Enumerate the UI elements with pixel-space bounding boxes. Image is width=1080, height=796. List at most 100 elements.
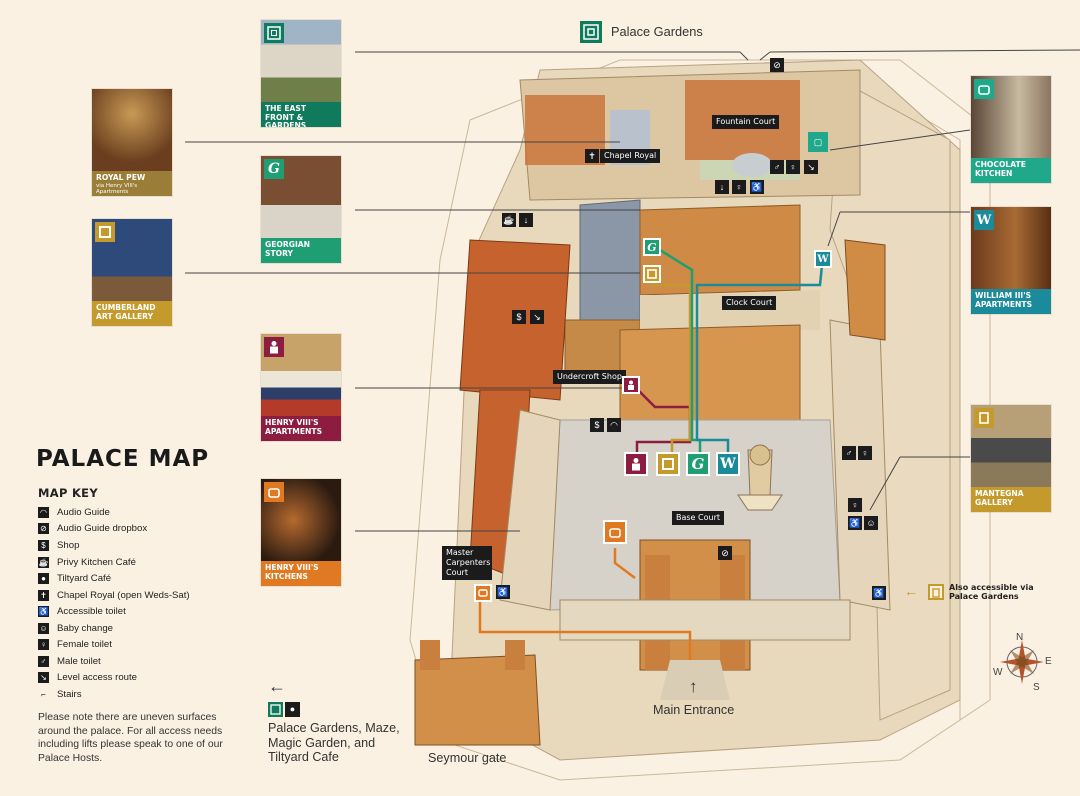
key-label: Chapel Royal (open Weds-Sat) [57, 589, 190, 601]
male-toilet-icon-2: ♂ [842, 446, 856, 460]
cafe-plate-icon: ● [285, 702, 300, 717]
stairs-icon: ↓ [715, 180, 729, 194]
key-row-privy-cafe: ☕ Privy Kitchen Café [38, 555, 136, 569]
cafe-plate-icon: ● [38, 572, 49, 584]
gallery-frame-icon [662, 458, 674, 470]
audio-guide-dropbox-icon: ⊘ [38, 522, 49, 534]
key-row-male-toilet: ♂Male toilet [38, 654, 101, 668]
route-badge-apartments-small[interactable] [622, 376, 640, 394]
royal-pew-photo [92, 89, 172, 171]
main-entrance-label[interactable]: Main Entrance [653, 703, 735, 717]
map-key-heading: MAP KEY [38, 486, 98, 500]
key-label: Male toilet [57, 655, 101, 667]
shop-icon: $ [38, 539, 49, 551]
card-cumberland[interactable]: CUMBERLAND ART GALLERY [92, 219, 172, 326]
card-chocolate-kitchen[interactable]: CHOCOLATE KITCHEN [971, 76, 1051, 183]
compass-rose [1000, 640, 1044, 684]
card-royal-pew-name: ROYAL PEW [96, 173, 146, 182]
stairs-icon-4: ↘ [530, 310, 544, 324]
card-william-title: WILLIAM III'S APARTMENTS [971, 289, 1051, 314]
garden-knot-icon [583, 24, 599, 40]
key-label: Stairs [57, 688, 82, 700]
key-label: Tiltyard Café [57, 572, 112, 584]
cooking-pot-icon [478, 589, 488, 597]
mantegna-figure-icon [974, 408, 994, 428]
key-label: Level access route [57, 671, 137, 683]
gardens-back-arrow[interactable]: ← [268, 676, 286, 696]
also-accessible-badge [928, 584, 944, 600]
seymour-gate-label[interactable]: Seymour gate [428, 751, 507, 765]
route-badge-william[interactable]: W [716, 452, 740, 476]
accessible-toilet-icon-3: ♿ [872, 586, 886, 600]
route-badge-william-small[interactable]: W [814, 250, 832, 268]
card-georgian-story[interactable]: G GEORGIAN STORY [261, 156, 341, 263]
baby-change-icon: ☺ [864, 516, 878, 530]
also-accessible-label: Also accessible via Palace Gardens [949, 583, 1034, 601]
card-henry-kitchens[interactable]: HENRY VIII'S KITCHENS [261, 479, 341, 586]
garden-knot-icon [264, 23, 284, 43]
tiltyard-cafe-icon: ▢ [808, 132, 828, 152]
label-master-carpenters[interactable]: Master Carpenters Court [442, 546, 492, 580]
georgian-g-icon: G [264, 159, 284, 179]
palace-gardens-top-label[interactable]: Palace Gardens [611, 24, 703, 39]
gallery-frame-icon [647, 269, 657, 279]
female-toilet-icon: ♀ [38, 638, 49, 650]
key-label: Audio Guide [57, 506, 110, 518]
route-badge-georgian-small[interactable]: G [643, 238, 661, 256]
label-chapel-royal[interactable]: Chapel Royal [600, 149, 661, 163]
card-william-apartments[interactable]: W WILLIAM III'S APARTMENTS [971, 207, 1051, 314]
tudor-figure-icon [264, 337, 284, 357]
accessible-toilet-icon: ♿ [750, 180, 764, 194]
shop-icon: $ [512, 310, 526, 324]
palace-gardens-top-badge[interactable] [580, 21, 602, 43]
key-label: Privy Kitchen Café [57, 556, 136, 568]
key-row-chapel: ✝Chapel Royal (open Weds-Sat) [38, 588, 190, 602]
level-access-icon: ↘ [38, 671, 49, 683]
page-title: PALACE MAP [36, 446, 210, 472]
gardens-note-text[interactable]: Palace Gardens, Maze, Magic Garden, and … [268, 721, 400, 764]
key-row-tiltyard-cafe: ● Tiltyard Café [38, 571, 111, 585]
gardens-note-icons: ● [268, 702, 300, 717]
key-row-shop: $Shop [38, 538, 79, 552]
route-kitchens-2 [478, 600, 692, 660]
route-william [695, 264, 824, 455]
chapel-icon: ✝ [585, 149, 599, 163]
key-label: Audio Guide dropbox [57, 522, 148, 534]
card-royal-pew-subtitle: via Henry VIII's Apartments [96, 182, 138, 195]
card-henry-apartments[interactable]: HENRY VIII'S APARTMENTS [261, 334, 341, 441]
label-clock-court[interactable]: Clock Court [722, 296, 777, 310]
leader-lines [185, 49, 1080, 532]
audio-guide-dropbox-icon: ⊘ [770, 58, 784, 72]
cooking-pot-icon [264, 482, 284, 502]
cafe-cup-icon: ☕ [38, 556, 49, 568]
label-base-court[interactable]: Base Court [672, 511, 724, 525]
route-badge-kitchens-small[interactable] [474, 584, 492, 602]
route-badge-gallery-small[interactable] [643, 265, 661, 283]
gallery-frame-icon [95, 222, 115, 242]
card-mantegna-title: MANTEGNA GALLERY [971, 487, 1051, 512]
cooking-pot-icon [609, 528, 621, 538]
card-east-front[interactable]: THE EAST FRONT & GARDENS [261, 20, 341, 127]
route-badge-henry-kitchens[interactable] [603, 520, 627, 544]
label-fountain-court[interactable]: Fountain Court [712, 115, 780, 129]
female-toilet-icon-4: ♀ [848, 498, 862, 512]
accessible-toilet-icon-4: ♿ [496, 585, 510, 599]
route-badge-georgian[interactable]: G [686, 452, 710, 476]
stairs-icon: ⌐ [41, 689, 46, 699]
label-undercroft-shop[interactable]: Undercroft Shop [553, 370, 626, 384]
card-mantegna-gallery[interactable]: MANTEGNA GALLERY [971, 405, 1051, 512]
audio-guide-icon: ◠ [38, 506, 49, 518]
key-row-baby-change: ☺Baby change [38, 621, 113, 635]
mantegna-figure-icon [932, 588, 940, 598]
key-label: Accessible toilet [57, 605, 126, 617]
male-toilet-icon: ♂ [770, 160, 784, 174]
stairs-icon-2: ↘ [804, 160, 818, 174]
route-badge-cumberland[interactable] [656, 452, 680, 476]
baby-change-icon: ☺ [38, 622, 49, 634]
route-kitchens [613, 548, 636, 579]
route-badge-henry-apartments[interactable] [624, 452, 648, 476]
key-row-audio-dropbox: ⊘ Audio Guide dropbox [38, 521, 147, 535]
access-note: Please note there are uneven surfaces ar… [38, 712, 223, 764]
